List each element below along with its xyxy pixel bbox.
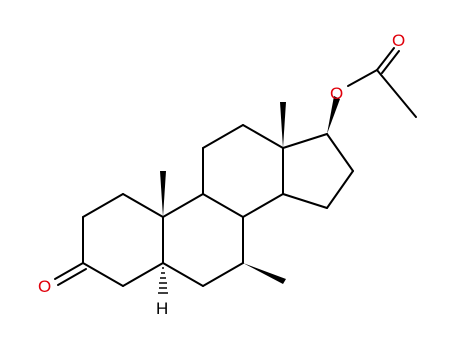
ring-a xyxy=(82,193,164,287)
ketone-oxygen-label: O xyxy=(38,277,51,296)
ketone-double-bond xyxy=(54,262,87,286)
ring-c xyxy=(202,124,284,218)
c5-hydrogen-hashed-bond xyxy=(158,267,168,294)
methyl-c7-wedge xyxy=(243,263,286,284)
carbonyl-oxygen-label: O xyxy=(392,31,405,50)
ring-b xyxy=(162,193,244,287)
ring-d xyxy=(282,133,354,209)
acetate-group xyxy=(347,47,417,118)
methyl-c10-wedge xyxy=(160,171,166,217)
ester-oxygen-label: O xyxy=(330,84,343,103)
alpha-hydrogen-label: H xyxy=(156,299,168,318)
c17-oxygen-wedge xyxy=(327,96,340,134)
methyl-c13-wedge xyxy=(280,102,286,148)
